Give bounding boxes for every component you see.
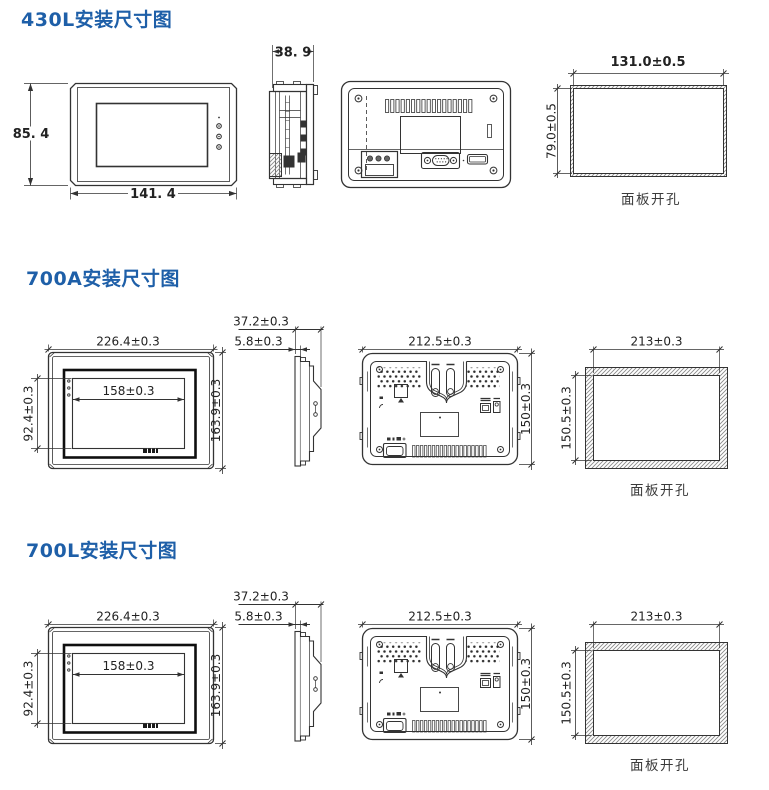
dim-700l-cutout-width: 213±0.3 [630,610,682,624]
section-title-430l: 430L安装尺寸图 [21,9,173,31]
section-title-700l: 700L安装尺寸图 [26,540,178,562]
dim-700l-side-bezel: 5.8±0.3 [234,610,282,624]
dim-700l-back-height: 150±0.3 [519,658,533,710]
panel-cutout-caption-700a: 面板开孔 [630,483,690,499]
back-view-700l [357,620,536,746]
dim-700l-front-height: 163.9±0.3 [209,654,223,718]
dim-700a-cutout-height: 150.5±0.3 [560,386,574,450]
dim-430l-side-depth: 38. 9 [275,46,312,61]
front-view-700l [29,618,228,751]
dim-700a-screen-height: 92.4±0.3 [22,386,36,442]
dim-430l-cutout-width: 131.0±0.5 [610,55,685,70]
dim-700a-back-height: 150±0.3 [519,383,533,435]
dim-700l-side-depth: 37.2±0.3 [233,590,289,604]
back-view-700a [357,345,536,471]
panel-cutout-700a [570,346,728,469]
dim-700a-cutout-width: 213±0.3 [630,335,682,349]
dim-700l-cutout-height: 150.5±0.3 [560,661,574,725]
panel-cutout-caption-430l: 面板开孔 [621,192,681,208]
dim-700l-back-width: 212.5±0.3 [408,610,472,624]
dim-700l-screen-width: 158±0.3 [102,659,154,673]
panel-cutout-430l: 131.0±0.5 79.0±0.5 面板开孔 [545,55,729,208]
section-title-700a: 700A安装尺寸图 [26,268,180,290]
dim-700a-screen-width: 158±0.3 [102,384,154,398]
section-drawings-700a: 226.4±0.3 163.9±0.3 158±0.3 92.4±0.3 37.… [22,315,728,499]
dim-700l-screen-height: 92.4±0.3 [22,661,36,717]
dim-430l-cutout-height: 79.0±0.5 [545,103,559,159]
section-drawings-700l: 226.4±0.3 163.9±0.3 158±0.3 92.4±0.3 37.… [22,590,728,774]
panel-cutout-caption-700l: 面板开孔 [630,758,690,774]
section-drawings-430l: 85. 4 141. 4 38. 9 [13,45,729,208]
back-view-430l [340,80,512,189]
panel-cutout-700l [570,621,728,744]
dim-700l-front-width: 226.4±0.3 [96,610,160,624]
side-view-430l: 38. 9 [268,45,318,188]
front-view-430l: 85. 4 141. 4 [13,82,238,202]
dim-700a-front-height: 163.9±0.3 [209,379,223,443]
dim-430l-front-width: 141. 4 [130,187,176,202]
dim-700a-back-width: 212.5±0.3 [408,335,472,349]
front-view-700a [29,343,228,476]
dim-700a-front-width: 226.4±0.3 [96,335,160,349]
dim-700a-side-depth: 37.2±0.3 [233,315,289,329]
dim-430l-front-height: 85. 4 [13,127,50,142]
dim-700a-side-bezel: 5.8±0.3 [234,335,282,349]
